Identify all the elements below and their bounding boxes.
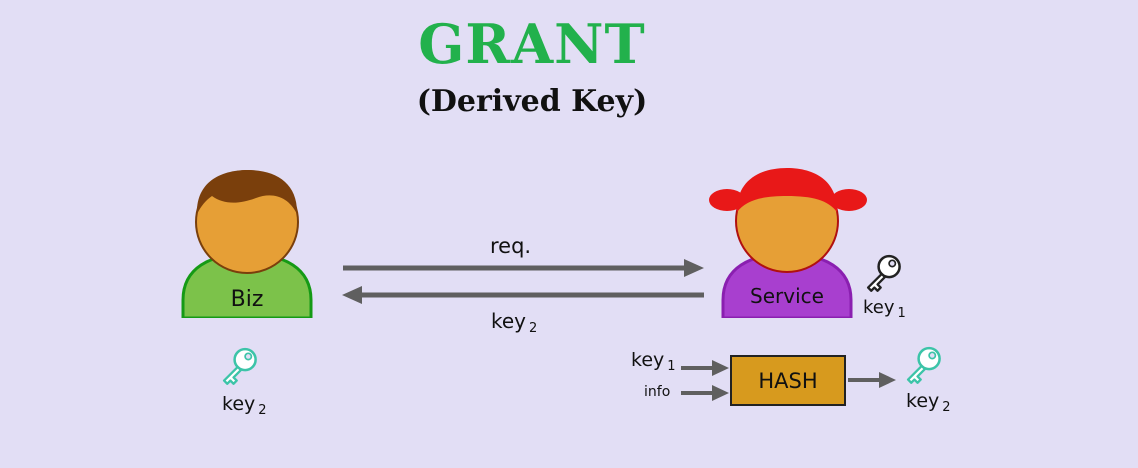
hash-output-arrow [848, 372, 896, 388]
hash-output-key-icon [906, 346, 941, 384]
hash-box: HASH [730, 355, 846, 406]
hash-info-input-arrow [681, 385, 729, 401]
service-key-icon [866, 254, 901, 292]
biz-label: Biz [230, 287, 264, 312]
service-label: Service [750, 284, 824, 308]
hash-label: HASH [758, 368, 818, 393]
hash-input-info-label: info [644, 384, 671, 400]
service-hair [736, 168, 838, 212]
request-arrow [343, 259, 704, 277]
diagram-title: GRANT [418, 12, 646, 76]
request-label: req. [490, 234, 532, 258]
diagram-subtitle: (Derived Key) [416, 84, 648, 119]
biz-key-icon [222, 347, 257, 385]
service-hair-bun-right [831, 189, 867, 211]
service-hair-bun-left [709, 189, 745, 211]
response-arrow [342, 286, 704, 304]
biz-hair [196, 170, 298, 214]
biz-person-icon [181, 170, 313, 318]
service-person-icon [709, 168, 867, 318]
hash-key-input-arrow [681, 360, 729, 376]
